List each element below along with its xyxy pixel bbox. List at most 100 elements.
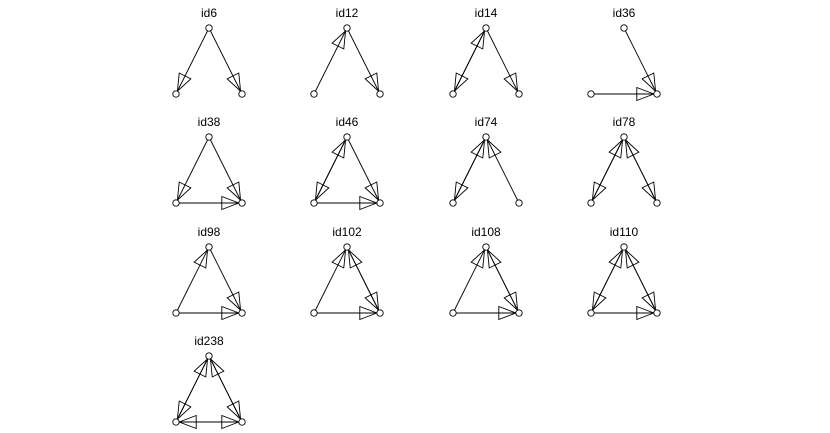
arrowhead (331, 138, 347, 159)
arrowhead (226, 400, 242, 421)
arrowhead (364, 181, 380, 202)
node-circle (482, 243, 490, 251)
edge-line (346, 246, 381, 314)
panel-title: id102 (332, 225, 362, 239)
arrowhead (641, 181, 657, 202)
panel-title: id36 (612, 6, 636, 20)
edge-line (313, 27, 348, 95)
edge-line (175, 27, 210, 95)
arrowhead (177, 414, 197, 430)
edge-line (623, 136, 658, 204)
node-circle (449, 90, 457, 98)
triad-panel (310, 243, 384, 321)
panel-title: id46 (335, 115, 359, 129)
arrowhead (331, 29, 347, 50)
node-circle (238, 418, 246, 426)
node-circle (343, 243, 351, 251)
panel-title: id38 (197, 115, 221, 129)
edge-line (208, 355, 243, 423)
node-circle (620, 133, 628, 141)
triad-panel (587, 24, 661, 102)
node-circle (449, 309, 457, 317)
arrowhead (176, 181, 192, 202)
panel-title: id110 (609, 225, 639, 239)
edge-line (346, 136, 381, 204)
arrowhead (498, 305, 518, 321)
arrowhead (364, 291, 380, 312)
node-circle (343, 24, 351, 32)
node-circle (653, 309, 661, 317)
triad-panel (310, 133, 384, 211)
edge-line (623, 246, 658, 314)
panel-title: id6 (200, 6, 217, 20)
triad-panel (172, 24, 246, 98)
edge-line (452, 246, 487, 314)
node-circle (587, 309, 595, 317)
arrowhead (314, 181, 330, 202)
triad-panel (449, 243, 523, 321)
arrowhead (470, 248, 486, 269)
triad-panel (172, 243, 246, 321)
arrowhead (608, 248, 624, 269)
edge-line (485, 246, 520, 314)
triad-panel (310, 24, 384, 98)
node-circle (172, 418, 180, 426)
node-circle (515, 90, 523, 98)
arrowhead (176, 72, 192, 93)
edge-line (623, 27, 658, 95)
arrowhead (608, 138, 624, 159)
arrowhead (193, 357, 209, 378)
node-circle (620, 24, 628, 32)
panel-title: id108 (471, 225, 501, 239)
node-circle (343, 133, 351, 141)
node-circle (620, 243, 628, 251)
edge-line (175, 136, 210, 204)
panel-title: id98 (197, 225, 221, 239)
node-circle (205, 133, 213, 141)
triad-panel (587, 243, 661, 321)
arrowhead (470, 29, 486, 50)
arrowhead (470, 138, 486, 159)
node-circle (205, 24, 213, 32)
panel-title: id74 (474, 115, 498, 129)
node-circle (482, 24, 490, 32)
triad-panel (172, 352, 246, 430)
panel-title: id238 (194, 334, 224, 348)
arrowhead (209, 357, 225, 378)
arrowhead (221, 195, 241, 211)
arrowhead (226, 181, 242, 202)
edge-line (485, 27, 520, 95)
edge-line (346, 27, 381, 95)
node-circle (238, 309, 246, 317)
node-circle (376, 90, 384, 98)
arrowhead (503, 72, 519, 93)
node-circle (205, 352, 213, 360)
arrowhead (193, 248, 209, 269)
node-circle (172, 90, 180, 98)
edge-line (313, 246, 348, 314)
panel-title: id14 (474, 6, 498, 20)
arrowhead (636, 305, 656, 321)
edge-line (208, 136, 243, 204)
panel-title: id78 (612, 115, 636, 129)
arrowhead (486, 248, 502, 269)
arrowhead (636, 86, 656, 102)
edge-line (590, 136, 625, 204)
arrowhead (347, 248, 363, 269)
arrowhead (641, 291, 657, 312)
edge-line (208, 27, 243, 95)
arrowhead (591, 291, 607, 312)
node-circle (587, 90, 595, 98)
arrowhead (226, 291, 242, 312)
arrowhead (331, 248, 347, 269)
arrowhead (486, 138, 502, 159)
edge-line (590, 246, 625, 314)
node-circle (376, 309, 384, 317)
arrowhead (453, 181, 469, 202)
node-circle (653, 199, 661, 207)
panel-title: id12 (335, 6, 359, 20)
arrowhead (359, 195, 379, 211)
edge-line (485, 136, 520, 204)
triad-panel (172, 133, 246, 211)
